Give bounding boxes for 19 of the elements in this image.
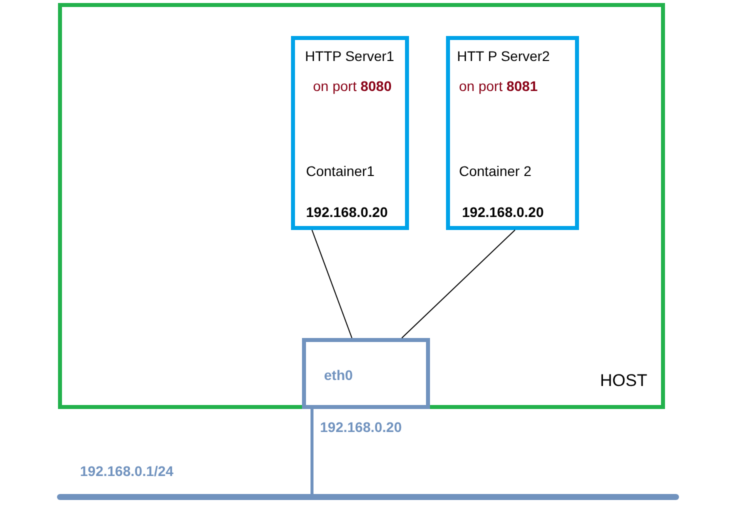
port-label: on port 8080	[313, 78, 392, 95]
container-name: Container1	[306, 163, 374, 180]
ip-address: 192.168.0.20	[306, 204, 388, 221]
ip-address: 192.168.0.20	[320, 419, 402, 436]
connection-line	[312, 230, 352, 338]
ip-address: 192.168.0.20	[462, 204, 544, 221]
host-box	[58, 3, 665, 409]
interface-name: eth0	[324, 367, 353, 384]
host-label: HOST	[600, 372, 648, 389]
container-box	[291, 36, 409, 230]
network-bus	[57, 494, 679, 500]
connection-line	[401, 230, 516, 338]
subnet-label: 192.168.0.1/24	[80, 463, 174, 480]
server-name: HTT P Server2	[457, 48, 550, 65]
container-box	[446, 36, 579, 230]
port-label: on port 8081	[459, 78, 538, 95]
network-link	[310, 409, 314, 494]
server-name: HTTP Server1	[305, 48, 394, 65]
container-name: Container 2	[459, 163, 532, 180]
